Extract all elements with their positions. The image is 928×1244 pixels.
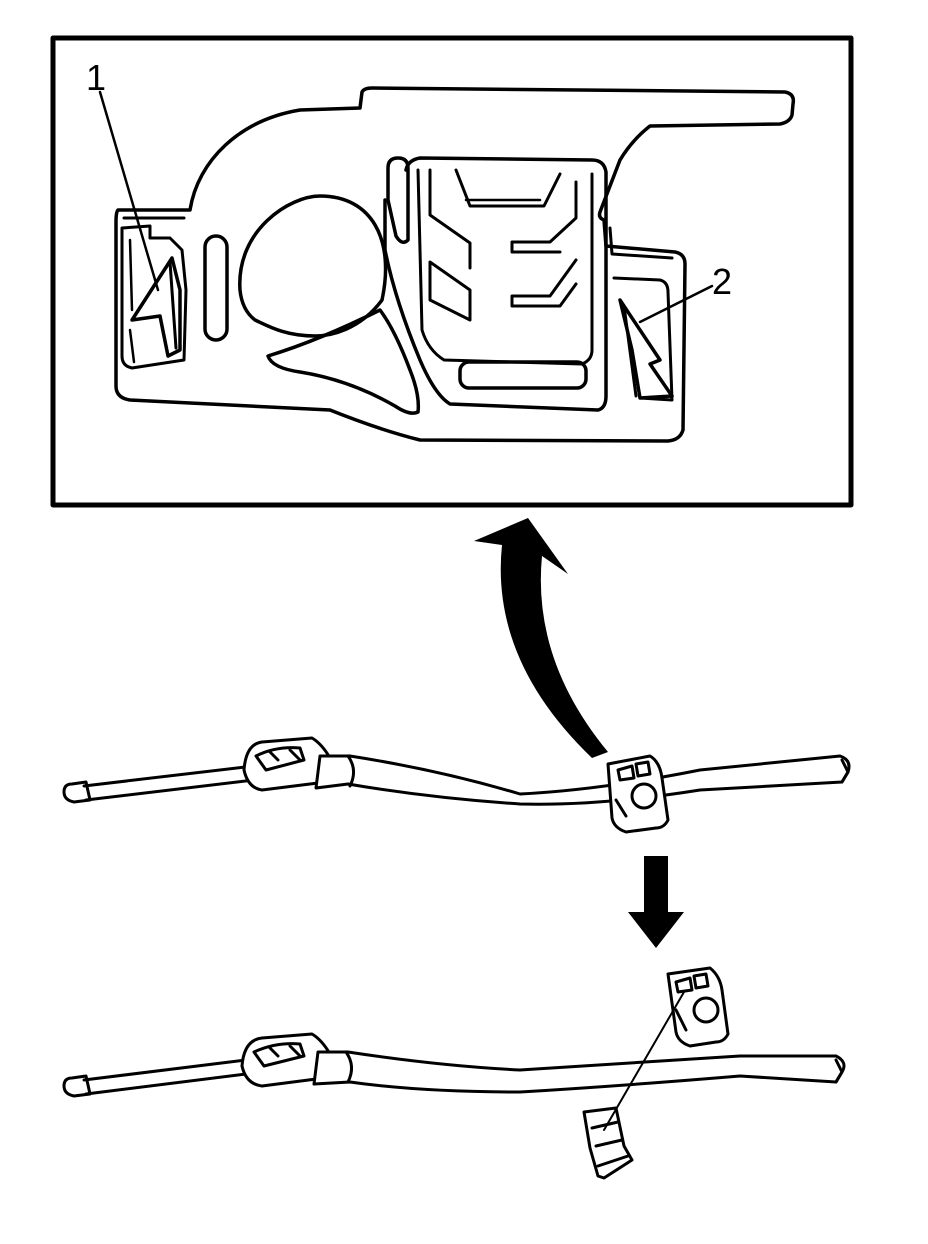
- circle-cutout: [238, 194, 388, 338]
- callout-2-leader: [638, 284, 714, 324]
- callout-2-label: 2: [712, 261, 732, 302]
- clip-body-outline: [114, 86, 796, 443]
- retainer-clip-removed-detail: [674, 972, 710, 1032]
- latch-1: [130, 256, 182, 358]
- pocket-top-shelf: [454, 168, 562, 208]
- sheath-bottom-collar: [344, 1050, 353, 1084]
- pocket-bottom-slot: [458, 360, 588, 390]
- lower-rib: [266, 308, 421, 415]
- retainer-clip-installed-detail: [614, 760, 652, 818]
- cable-assembly-installed: [62, 736, 851, 834]
- wire-bottom: [82, 1056, 264, 1096]
- detail-inset: 1 2: [50, 35, 854, 508]
- wire-end-ferrule-top: [62, 780, 92, 804]
- clip-body-inner: [122, 216, 674, 260]
- hook-rib: [386, 156, 410, 244]
- inset-frame: [50, 35, 854, 508]
- sheath-top: [314, 754, 851, 806]
- pocket-step-1: [428, 168, 578, 270]
- latch-1-edge: [168, 260, 178, 350]
- sheath-bottom: [312, 1050, 846, 1094]
- pocket-step-2: [428, 258, 578, 322]
- grommet-top-detail: [254, 746, 306, 772]
- latch-2: [618, 298, 674, 400]
- retainer-clip-installed-hole: [630, 782, 658, 810]
- retainer-clip-removed-hole: [692, 996, 720, 1024]
- right-latch-cavity: [612, 276, 674, 402]
- left-latch-cavity: [120, 224, 188, 370]
- sheath-bottom-end: [834, 1058, 844, 1084]
- curved-arrow: [474, 518, 608, 758]
- wire-top: [82, 763, 264, 802]
- callout-1-label: 1: [86, 57, 106, 98]
- left-slot: [203, 234, 229, 342]
- sheath-top-collar: [346, 754, 355, 788]
- cable-assembly-removed: [62, 966, 846, 1180]
- clip-insert-removed-detail: [590, 1120, 630, 1168]
- grommet-bottom-detail: [252, 1042, 306, 1068]
- callout-1-leader: [98, 90, 160, 292]
- latch-2-edge: [622, 304, 638, 398]
- center-pocket: [383, 156, 608, 412]
- down-arrow: [628, 856, 684, 948]
- wire-end-ferrule-bottom: [62, 1074, 92, 1098]
- separation-leader: [603, 991, 685, 1131]
- left-latch-cavity-inner: [128, 238, 136, 364]
- sheath-top-end: [840, 758, 850, 784]
